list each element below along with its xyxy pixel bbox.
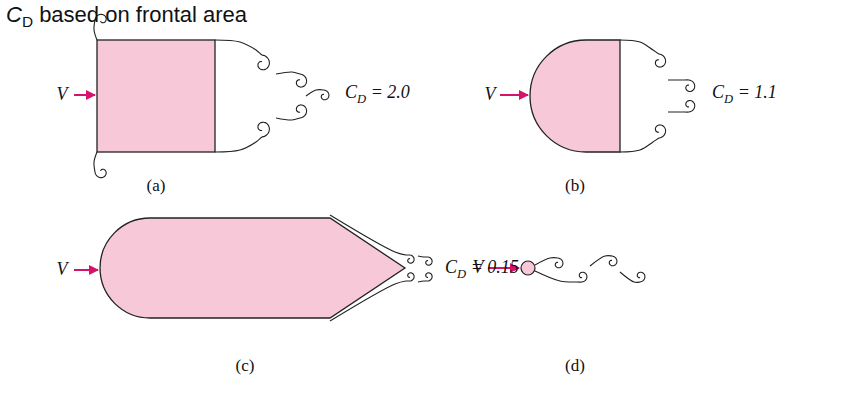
- wake-vortex: [276, 72, 307, 87]
- drag-coefficient: CD = 1.1: [712, 83, 777, 106]
- wake-vortex: [215, 122, 269, 152]
- wake-vortex: [276, 105, 307, 120]
- square-body: [97, 40, 215, 152]
- part-label: (c): [236, 357, 255, 376]
- part-label: (d): [565, 357, 585, 376]
- wake-vortex: [535, 271, 587, 282]
- velocity-arrow: [74, 94, 95, 96]
- wake-vortex: [590, 256, 617, 266]
- figure-title: CD based on frontal area: [6, 3, 247, 31]
- small-cylinder: [521, 261, 535, 275]
- velocity-arrow: [74, 269, 98, 271]
- wake-vortex: [668, 101, 695, 113]
- wake-vortex: [330, 273, 414, 321]
- wake-vortex: [418, 273, 432, 282]
- wake-vortex: [535, 258, 563, 268]
- wake-vortex: [668, 80, 695, 92]
- wake-vortex: [620, 40, 666, 67]
- velocity-label: V: [57, 260, 68, 280]
- rounded-body: [530, 40, 620, 152]
- wake-vortex: [620, 272, 645, 282]
- part-label: (b): [565, 177, 585, 196]
- drag-coefficient: CD = 2.0: [345, 83, 410, 106]
- wake-vortex: [330, 215, 414, 263]
- wake-vortex: [94, 152, 106, 178]
- velocity-label: V: [485, 85, 496, 105]
- wake-vortex: [306, 90, 329, 100]
- wake-vortex: [620, 125, 666, 152]
- part-label: (a): [147, 177, 166, 196]
- velocity-label: V: [473, 258, 484, 278]
- velocity-arrow: [500, 94, 528, 96]
- velocity-label: V: [57, 85, 68, 105]
- wake-vortex: [418, 256, 432, 265]
- wake-vortex: [215, 40, 269, 70]
